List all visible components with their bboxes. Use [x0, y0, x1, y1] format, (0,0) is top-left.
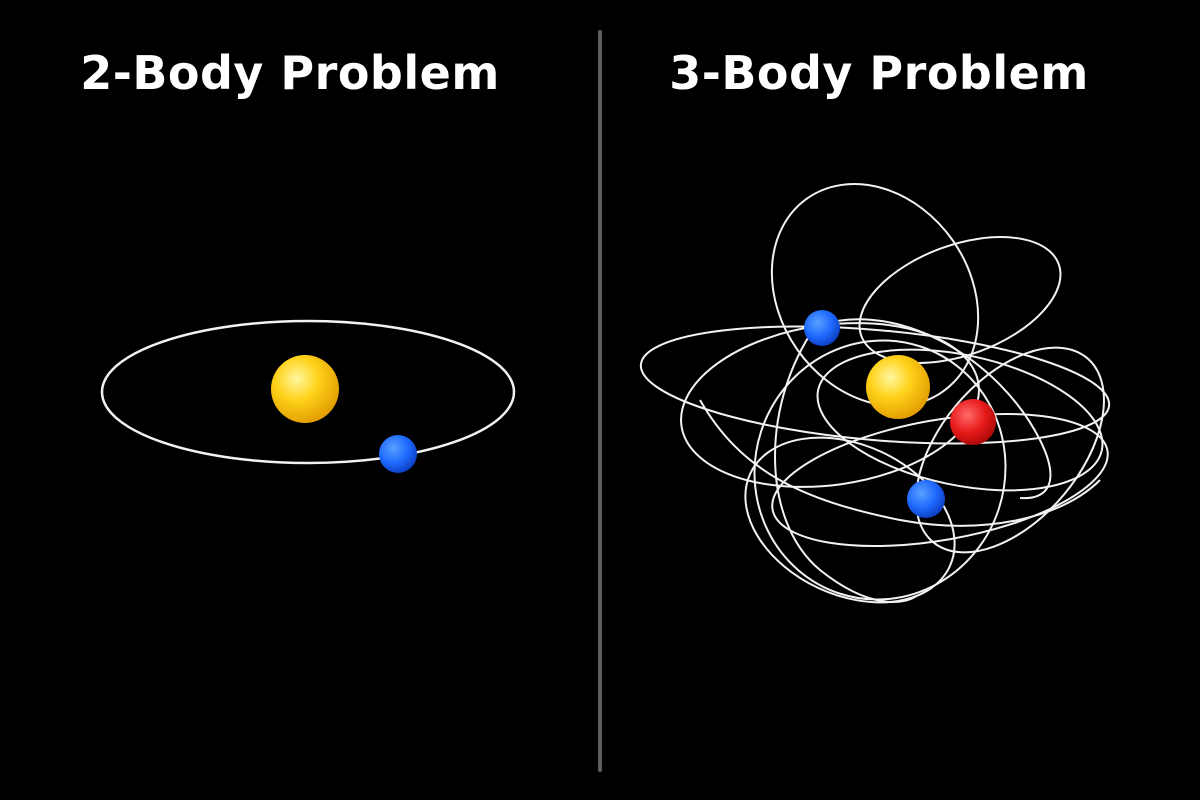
two-body-planet — [379, 435, 417, 473]
three-body-planet-blue-lower — [907, 480, 945, 518]
two-body-panel: 2-Body Problem — [0, 0, 598, 800]
two-body-title: 2-Body Problem — [80, 46, 500, 100]
three-body-planet-red — [950, 399, 996, 445]
two-body-orbit — [100, 319, 516, 465]
panel-divider — [598, 30, 602, 772]
three-body-planet-blue-upper — [804, 310, 840, 346]
three-body-panel: 3-Body Problem — [602, 0, 1200, 800]
three-body-sun — [866, 355, 930, 419]
two-body-sun — [271, 355, 339, 423]
three-body-title: 3-Body Problem — [669, 46, 1089, 100]
